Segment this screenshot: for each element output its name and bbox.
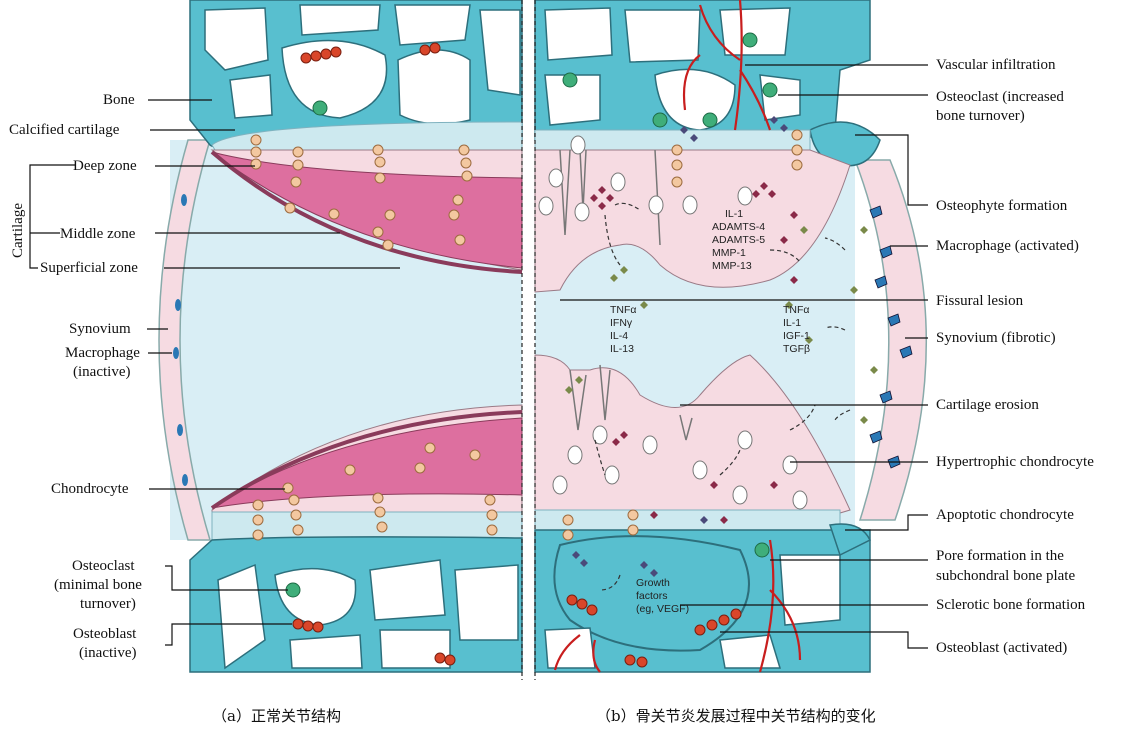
label-osteoclast-1: Osteoclast <box>72 558 135 574</box>
label-synovium: Synovium <box>69 321 131 337</box>
caption-b: （b）骨关节炎发展过程中关节结构的变化 <box>596 707 876 725</box>
factor-tgfb: TGFβ <box>783 343 810 355</box>
label-fissural-lesion: Fissural lesion <box>936 293 1024 309</box>
label-vascular-infiltration: Vascular infiltration <box>936 57 1056 73</box>
label-macrophage-activated: Macrophage (activated) <box>936 238 1079 254</box>
label-calcified-cartilage: Calcified cartilage <box>9 122 120 138</box>
label-cartilage: Cartilage <box>10 203 26 258</box>
factor-il13: IL-13 <box>610 343 634 355</box>
label-macrophage-1: Macrophage <box>65 345 140 361</box>
label-cartilage-erosion: Cartilage erosion <box>936 397 1039 413</box>
factor-ifng: IFNγ <box>610 317 633 329</box>
calcified-cartilage-bottom-right <box>535 510 840 530</box>
label-apoptotic-chondrocyte: Apoptotic chondrocyte <box>936 507 1074 523</box>
right-factors: TNFα IL-1 IGF-1 TGFβ <box>783 304 810 355</box>
label-middle-zone: Middle zone <box>60 226 136 242</box>
label-pore-2: subchondral bone plate <box>936 568 1075 584</box>
growth-factors-line1: Growth <box>636 577 670 589</box>
label-sclerotic-bone: Sclerotic bone formation <box>936 597 1086 613</box>
label-synovium-fibrotic: Synovium (fibrotic) <box>936 330 1056 346</box>
label-hypertrophic-chondrocyte: Hypertrophic chondrocyte <box>936 454 1094 470</box>
label-chondrocyte: Chondrocyte <box>51 481 129 497</box>
factor-adamts4: ADAMTS-4 <box>712 221 765 233</box>
label-pore-1: Pore formation in the <box>936 548 1064 564</box>
label-osteoclast-r2: bone turnover) <box>936 108 1025 124</box>
cartilage-bracket <box>30 165 75 268</box>
factor-adamts5: ADAMTS-5 <box>712 234 765 246</box>
factor-il1: IL-1 <box>725 208 743 220</box>
label-osteophyte-formation: Osteophyte formation <box>936 198 1068 214</box>
label-osteoblast-2: (inactive) <box>79 645 136 661</box>
factor-il1-right: IL-1 <box>783 317 801 329</box>
label-osteoblast-activated: Osteoblast (activated) <box>936 640 1067 656</box>
caption-a: （a）正常关节结构 <box>212 707 341 725</box>
label-deep-zone: Deep zone <box>73 158 137 174</box>
label-osteoblast-1: Osteoblast <box>73 626 137 642</box>
factor-mmp13: MMP-13 <box>712 260 752 272</box>
factor-il4: IL-4 <box>610 330 628 342</box>
label-superficial-zone: Superficial zone <box>40 260 138 276</box>
factor-mmp1: MMP-1 <box>712 247 746 259</box>
label-macrophage-2: (inactive) <box>73 364 130 380</box>
left-panel-normal-joint <box>159 0 522 672</box>
growth-factors-line2: factors <box>636 590 668 602</box>
label-osteoclast-2: (minimal bone <box>54 577 142 593</box>
label-osteoclast-r1: Osteoclast (increased <box>936 89 1064 105</box>
label-osteoclast-3: turnover) <box>80 596 136 612</box>
right-panel-oa-joint <box>535 0 926 672</box>
factor-igf1: IGF-1 <box>783 330 810 342</box>
factor-tnfa-left: TNFα <box>610 304 636 316</box>
label-bone: Bone <box>103 92 135 108</box>
factor-tnfa-right: TNFα <box>783 304 809 316</box>
